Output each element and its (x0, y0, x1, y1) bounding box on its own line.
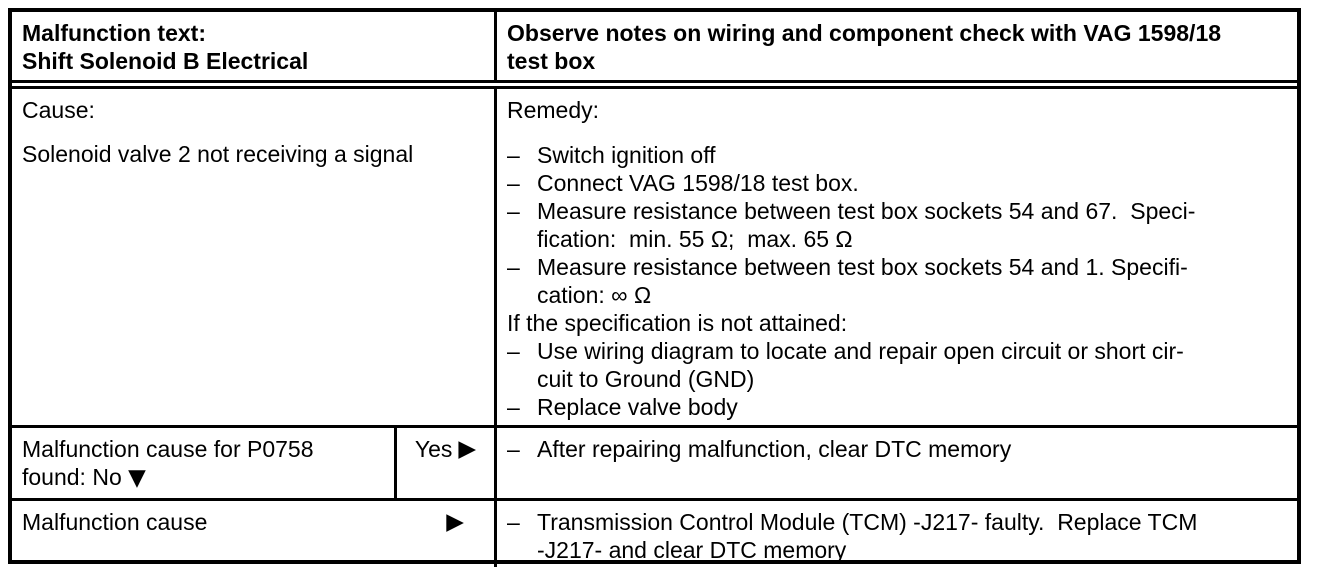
malfunction-value: Shift Solenoid B Electrical (22, 48, 309, 74)
header-row: Malfunction text: Shift Solenoid B Elect… (12, 12, 1297, 89)
remedy-steps: – Switch ignition off – Connect VAG 1598… (507, 141, 1289, 421)
question-line: Malfunction cause for P0758 (22, 436, 314, 462)
bullet-dash-icon: – (507, 254, 520, 280)
remedy-label: Remedy: (507, 97, 600, 123)
action-step: – After repairing malfunction, clear DTC… (507, 435, 1289, 463)
cause-text: Solenoid valve 2 not receiving a signal (22, 141, 414, 167)
bullet-dash-icon: – (507, 142, 520, 168)
malfunction-label: Malfunction text: (22, 20, 206, 46)
fallback-action-cell: – Transmission Control Module (TCM) -J21… (497, 501, 1297, 567)
action-line: Transmission Control Module (TCM) -J217-… (537, 509, 1198, 535)
action-line: -J217- and clear DTC memory (537, 537, 847, 563)
bullet-dash-icon: – (507, 338, 520, 364)
bullet-dash-icon: – (507, 436, 520, 462)
cause-cell: Cause: Solenoid valve 2 not receiving a … (12, 89, 497, 425)
bullet-dash-icon: – (507, 509, 520, 535)
question-answer: found: No (22, 464, 122, 490)
step-line: Switch ignition off (537, 142, 716, 168)
note-cell: Observe notes on wiring and component ch… (497, 12, 1297, 80)
diagnostic-table: Malfunction text: Shift Solenoid B Elect… (8, 8, 1301, 567)
step-line: Connect VAG 1598/18 test box. (537, 170, 859, 196)
question-line: found: No ▼ (22, 463, 388, 492)
step-line: cation: ∞ Ω (537, 282, 652, 308)
bullet-dash-icon: – (507, 170, 520, 196)
note-line-2: test box (507, 48, 596, 74)
fallback-row: Malfunction cause ▶ – Transmission Contr… (12, 501, 1297, 567)
decision-question-cell: Malfunction cause for P0758 found: No ▼ … (12, 428, 497, 498)
step-line: Measure resistance between test box sock… (537, 198, 1196, 224)
remedy-cell: Remedy: – Switch ignition off – Connect … (497, 89, 1297, 425)
decision-row: Malfunction cause for P0758 found: No ▼ … (12, 428, 1297, 501)
step-line: Use wiring diagram to locate and repair … (537, 338, 1184, 364)
step-line: Measure resistance between test box sock… (537, 254, 1188, 280)
action-line: After repairing malfunction, clear DTC m… (537, 436, 1012, 462)
note-line-1: Observe notes on wiring and component ch… (507, 20, 1222, 46)
remedy-condition: If the specification is not attained: (507, 309, 1289, 337)
action-step: – Transmission Control Module (TCM) -J21… (507, 508, 1289, 564)
cause-label: Cause: (22, 97, 95, 123)
bullet-dash-icon: – (507, 394, 520, 420)
remedy-step: – Switch ignition off (507, 141, 1289, 169)
right-arrow-icon: ▶ (458, 436, 477, 462)
right-arrow-icon: ▶ (446, 509, 464, 535)
remedy-step: – Measure resistance between test box so… (507, 197, 1289, 253)
step-line: fication: min. 55 Ω; max. 65 Ω (537, 226, 853, 252)
step-line: If the specification is not attained: (507, 310, 848, 336)
remedy-step: – Use wiring diagram to locate and repai… (507, 337, 1289, 393)
yes-label: Yes (414, 436, 453, 462)
decision-action-cell: – After repairing malfunction, clear DTC… (497, 428, 1297, 498)
fallback-label-cell: Malfunction cause ▶ (12, 501, 497, 567)
fallback-label: Malfunction cause (22, 509, 208, 535)
step-line: Replace valve body (537, 394, 738, 420)
remedy-step: – Measure resistance between test box so… (507, 253, 1289, 309)
malfunction-text-cell: Malfunction text: Shift Solenoid B Elect… (12, 12, 497, 80)
bullet-dash-icon: – (507, 198, 520, 224)
yes-branch: Yes ▶ (394, 428, 494, 498)
step-line: cuit to Ground (GND) (537, 366, 755, 392)
decision-question: Malfunction cause for P0758 found: No ▼ (12, 428, 394, 498)
remedy-step: – Replace valve body (507, 393, 1289, 421)
remedy-step: – Connect VAG 1598/18 test box. (507, 169, 1289, 197)
cause-remedy-row: Cause: Solenoid valve 2 not receiving a … (12, 89, 1297, 428)
down-arrow-icon: ▼ (128, 465, 146, 491)
